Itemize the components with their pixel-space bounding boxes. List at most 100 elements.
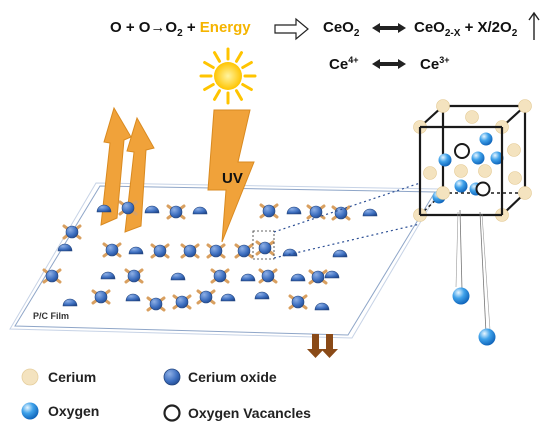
ceo2x-formula: CeO2-X + X/2O2 bbox=[414, 19, 517, 39]
cerium-oxide-particle bbox=[118, 200, 138, 216]
cerium-oxide-dome bbox=[100, 271, 116, 280]
legend-oxygen-vacancies-label: Oxygen Vacancles bbox=[188, 405, 311, 421]
oxygen-atom bbox=[479, 132, 493, 146]
ce3-charge: 3+ bbox=[439, 55, 450, 65]
equation-arrows bbox=[274, 11, 540, 69]
cerium-legend-icon bbox=[21, 368, 39, 386]
ce4-base: Ce bbox=[329, 56, 349, 73]
zoom-projection-lines bbox=[273, 182, 421, 259]
ceo2-subscript: 2 bbox=[353, 28, 360, 39]
reaction-plus: + bbox=[182, 19, 200, 36]
oxygen-vacancy bbox=[454, 143, 470, 159]
uv-lightning-icon bbox=[207, 109, 255, 243]
cerium-oxide-dome bbox=[240, 273, 256, 282]
cerium-oxide-dome bbox=[62, 298, 78, 307]
ce4-ion: Ce4+ bbox=[329, 55, 358, 73]
cerium-oxide-particle bbox=[288, 294, 308, 310]
cerium-oxide-dome bbox=[324, 270, 340, 279]
cerium-oxide-dome bbox=[332, 249, 348, 258]
cerium-oxide-particle bbox=[172, 294, 192, 310]
cerium-oxide-particle bbox=[150, 243, 170, 259]
oxygen-atom bbox=[438, 153, 452, 167]
cerium-oxide-particle bbox=[91, 289, 111, 305]
cerium-oxide-particle bbox=[206, 243, 226, 259]
cerium-oxide-particle bbox=[308, 269, 328, 285]
hollow-right-arrow-icon bbox=[274, 17, 309, 41]
cerium-oxide-particle bbox=[146, 296, 166, 312]
ceo2x-tail-subscript: 2 bbox=[511, 28, 518, 39]
ce3-ion: Ce3+ bbox=[420, 55, 449, 73]
cerium-oxide-particle bbox=[62, 224, 82, 240]
cerium-oxide-dome bbox=[96, 204, 112, 213]
cerium-oxide-particle bbox=[306, 204, 326, 220]
cerium-oxide-dome bbox=[290, 273, 306, 282]
oxygen-legend-icon bbox=[21, 402, 39, 420]
cerium-oxide-dome bbox=[192, 206, 208, 215]
ceo2-base: CeO bbox=[323, 19, 354, 36]
cerium-oxide-particle bbox=[210, 268, 230, 284]
cerium-oxide-particle bbox=[42, 268, 62, 284]
cerium-oxide-particle bbox=[259, 203, 279, 219]
cerium-atom bbox=[465, 110, 479, 124]
cerium-oxide-dome bbox=[170, 272, 186, 281]
legend-symbols bbox=[21, 368, 181, 422]
film-particles bbox=[42, 200, 378, 312]
cerium-oxide-dome bbox=[125, 293, 141, 302]
cerium-atom bbox=[436, 99, 450, 113]
cerium-oxide-dome bbox=[57, 243, 73, 252]
uv-label: UV bbox=[222, 170, 243, 187]
film-label: P/C Film bbox=[33, 311, 70, 321]
legend-oxygen-label: Oxygen bbox=[48, 403, 100, 419]
pc-film bbox=[9, 182, 441, 339]
cerium-oxide-dome bbox=[144, 205, 160, 214]
cerium-oxide-particle bbox=[255, 240, 275, 256]
oxygen-atom bbox=[471, 151, 485, 165]
cerium-atom bbox=[454, 164, 468, 178]
released-oxygen-atom bbox=[478, 328, 496, 346]
cerium-atom bbox=[518, 99, 532, 113]
released-oxygen-atom bbox=[452, 287, 470, 305]
legend-cerium-label: Cerium bbox=[48, 369, 97, 385]
cerium-oxide-particle bbox=[102, 242, 122, 258]
ce3-base: Ce bbox=[420, 56, 440, 73]
energy-label: Energy bbox=[199, 19, 251, 36]
cerium-atom bbox=[436, 186, 450, 200]
cerium-oxide-particle bbox=[124, 268, 144, 284]
cerium-oxide-dome bbox=[362, 208, 378, 217]
sun-icon bbox=[199, 47, 257, 105]
double-arrow-icon bbox=[372, 23, 406, 33]
legend-cerium-oxide-label: Cerium oxide bbox=[188, 369, 277, 385]
oxygen-release bbox=[452, 209, 496, 346]
cerium-oxide-particle bbox=[180, 243, 200, 259]
ceria-unit-cell bbox=[413, 99, 532, 222]
zoom-selection-box bbox=[252, 230, 275, 260]
ceo2x-subscript: 2-X bbox=[444, 28, 461, 39]
ce4-charge: 4+ bbox=[348, 55, 359, 65]
ceo2x-tail: + X/2O bbox=[460, 19, 512, 36]
cerium-oxide-legend-icon bbox=[163, 368, 181, 386]
cerium-oxide-particle bbox=[331, 205, 351, 221]
up-arrow-icon bbox=[528, 11, 540, 40]
cerium-oxide-dome bbox=[282, 248, 298, 257]
cerium-oxide-particle bbox=[166, 204, 186, 220]
oxygen-atom bbox=[490, 151, 504, 165]
oxygen-atom bbox=[454, 179, 468, 193]
cerium-oxide-dome bbox=[128, 246, 144, 255]
brown-down-arrows bbox=[307, 334, 338, 358]
cerium-oxide-particle bbox=[258, 268, 278, 284]
oxygen-vacancy-legend-icon bbox=[163, 404, 181, 422]
cerium-oxide-dome bbox=[254, 291, 270, 300]
cerium-atom bbox=[507, 143, 521, 157]
reaction-subscript: 2 bbox=[177, 28, 183, 39]
cerium-oxide-dome bbox=[286, 206, 302, 215]
cerium-oxide-particle bbox=[234, 243, 254, 259]
double-arrow-icon bbox=[372, 59, 406, 69]
ceo2x-base: CeO bbox=[414, 19, 445, 36]
reaction-equation: O + O→O2 + Energy bbox=[110, 19, 251, 39]
cerium-atom bbox=[478, 164, 492, 178]
cerium-atom bbox=[518, 186, 532, 200]
reaction-text: O + O→O bbox=[110, 19, 178, 36]
cerium-atom bbox=[423, 166, 437, 180]
cerium-atom bbox=[508, 171, 522, 185]
